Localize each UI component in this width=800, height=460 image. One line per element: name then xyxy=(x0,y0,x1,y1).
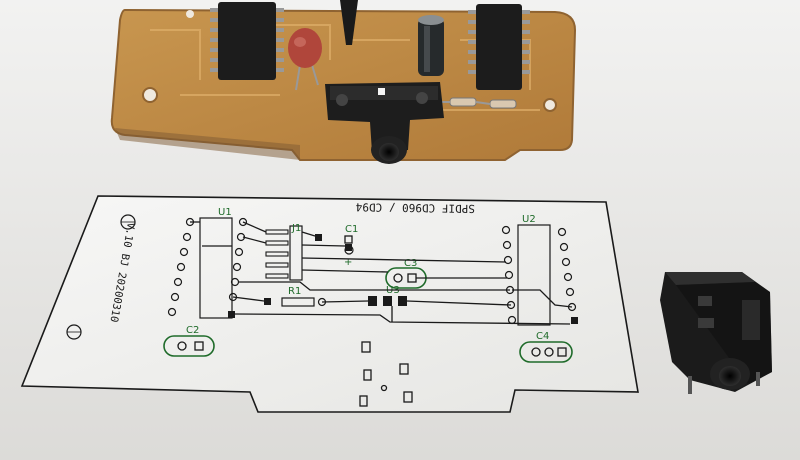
ic-chip-left xyxy=(210,2,284,80)
c4-label: C4 xyxy=(536,331,549,342)
ceramic-capacitor xyxy=(288,28,322,91)
plus-label: + xyxy=(344,257,352,268)
r1-label: R1 xyxy=(288,286,301,297)
pcb-board-photo xyxy=(110,0,577,164)
audio-jack-component xyxy=(660,272,772,394)
j1-label: J1 xyxy=(291,223,301,234)
printout-traces xyxy=(190,221,573,325)
u3-footprint xyxy=(368,296,407,306)
u1-label: U1 xyxy=(218,207,232,218)
electrolytic-capacitor xyxy=(418,15,444,76)
screwdriver-tip xyxy=(340,0,358,45)
ic-chip-right xyxy=(468,4,530,90)
u1-footprint xyxy=(167,217,248,319)
c4-footprint xyxy=(519,341,573,363)
c2-label: C2 xyxy=(186,325,199,336)
jack-footprint-pads xyxy=(359,341,413,407)
c1-footprint xyxy=(315,234,354,255)
u2-label: U2 xyxy=(522,214,536,225)
paper-pcb-printout: SPDIF CD960 / CD94 V.10 BJ 20200310 U1 xyxy=(20,195,639,413)
resistor-pair xyxy=(440,97,517,109)
j1-header xyxy=(265,225,303,281)
c2-footprint xyxy=(163,335,215,357)
printout-title: SPDIF CD960 / CD94 xyxy=(355,200,475,215)
c3-label: C3 xyxy=(404,258,417,269)
pcb-audio-jack xyxy=(325,82,444,164)
c1-label: C1 xyxy=(345,224,358,235)
